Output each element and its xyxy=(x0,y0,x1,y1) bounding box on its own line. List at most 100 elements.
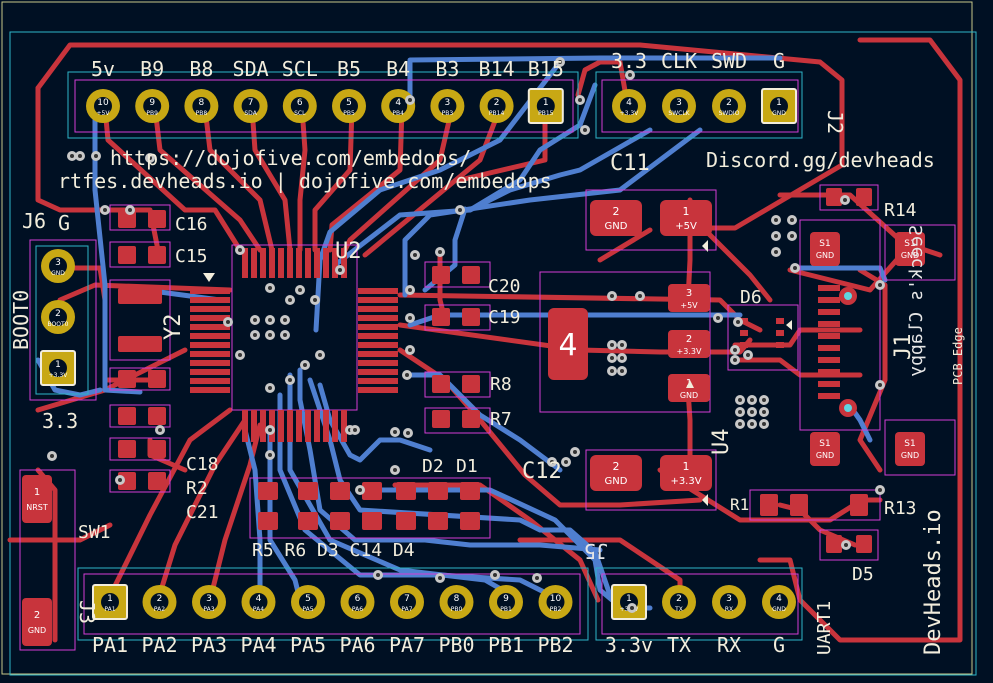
ref-c18: C18 xyxy=(186,454,219,475)
c12-33-net: +3.3V xyxy=(670,476,701,487)
ref-r8: R8 xyxy=(490,374,512,395)
header-label: SDA xyxy=(233,57,269,81)
shield-tl-num: S1 xyxy=(819,239,830,249)
pin-number: 6 xyxy=(355,594,361,604)
pin-net: PA1 xyxy=(104,606,115,613)
ref-j1: J1 xyxy=(891,334,916,361)
pin-net: PB4 xyxy=(392,110,404,117)
url-line-2: rtfes.devheads.io | dojofive.com/embedop… xyxy=(58,169,552,193)
pin-number: 10 xyxy=(550,594,562,604)
ref-d6: D6 xyxy=(740,287,762,308)
pin-net: SWDIO xyxy=(719,110,740,117)
pin-number: 3 xyxy=(445,98,451,108)
header-label: PA7 xyxy=(389,633,425,657)
board-outline xyxy=(1,1,977,676)
pin-net: BOOT0 xyxy=(48,321,69,328)
ref-d5: D5 xyxy=(852,564,874,585)
ref-c16: C16 xyxy=(175,214,208,235)
header-label: SWD xyxy=(711,49,747,73)
boot-label-top: G xyxy=(58,211,70,235)
pin-number: 4 xyxy=(626,98,632,108)
uart-side-label: UART1 xyxy=(814,601,835,655)
pin-number: 4 xyxy=(395,98,401,108)
uart-header: 1+3.3V2TX3RX4GND xyxy=(611,584,796,620)
reg-5v-net: +5V xyxy=(680,301,698,310)
pin-net: SWCLK xyxy=(668,110,690,117)
ref-d2: D2 xyxy=(422,456,444,477)
pin-number: 6 xyxy=(297,98,303,108)
brand-text: DevHeads.io xyxy=(921,509,946,655)
sw-nrst-net: NRST xyxy=(26,503,48,512)
pin-net: PB8 xyxy=(196,110,208,117)
pin-number: 8 xyxy=(454,594,460,604)
back-silk-label: Seeck's Clappy xyxy=(906,225,927,377)
pin-net: PA5 xyxy=(302,606,313,613)
pin-net: PB14 xyxy=(489,110,505,117)
header-label: 3.3 xyxy=(611,49,647,73)
reg-33-num: 2 xyxy=(686,334,692,345)
shield-br-net: GND xyxy=(901,451,919,460)
pin-number: 3 xyxy=(726,594,732,604)
ref-pack: R5 R6 D3 C14 D4 xyxy=(252,540,415,561)
pin-net: SDA xyxy=(244,110,257,117)
shield-tr-num: S1 xyxy=(904,239,915,249)
c12-gnd-num: 2 xyxy=(613,460,620,473)
swd-header-pin-4: 4+3.3V xyxy=(612,89,646,123)
header-label: PA4 xyxy=(240,633,276,657)
header-label: B15 xyxy=(528,57,564,81)
ref-j6: J6 xyxy=(22,209,46,233)
ref-u2: U2 xyxy=(335,239,362,264)
pin-number: 2 xyxy=(494,98,500,108)
pin-number: 1 xyxy=(776,98,782,108)
ref-c11: C11 xyxy=(610,151,650,176)
ref-j3: J3 xyxy=(75,600,99,624)
u2-right-pins xyxy=(358,288,398,393)
shield-tl-net: GND xyxy=(816,251,834,260)
pin-net: PB5 xyxy=(343,110,355,117)
pin-net: +5V xyxy=(97,110,111,117)
boot-label-bottom: 3.3 xyxy=(42,409,78,433)
header-label: PA1 xyxy=(92,633,128,657)
shield-br-num: S1 xyxy=(904,439,915,449)
top-header: 10+5V9PB98PB87SDA6SCL5PB54PB43PB32PB141P… xyxy=(86,88,564,124)
pin-net: SCL xyxy=(294,110,306,117)
boot-title: BOOT0 xyxy=(9,290,33,350)
reg-33-net: +3.3V xyxy=(677,347,702,356)
reg-gnd-net: GND xyxy=(680,391,698,400)
c11-5v-net: +5V xyxy=(675,221,697,232)
header-label: G xyxy=(773,633,785,657)
ref-c20: C20 xyxy=(488,276,521,297)
u2-left-pins xyxy=(190,288,230,393)
pin-net: PB9 xyxy=(146,110,158,117)
header-label: RX xyxy=(717,633,741,657)
pin-number: 5 xyxy=(346,98,352,108)
header-label: PB1 xyxy=(488,633,524,657)
ref-c21: C21 xyxy=(186,502,219,523)
pin-number: 4 xyxy=(256,594,262,604)
pin-net: GND xyxy=(772,110,786,117)
pin-number: 7 xyxy=(248,98,254,108)
header-label: PA3 xyxy=(191,633,227,657)
bottom-header: 1PA12PA23PA34PA45PA56PA67PA78PB09PB110PB… xyxy=(92,584,573,620)
pin-net: PB3 xyxy=(442,110,454,117)
uart-header-pin-1: 1+3.3V xyxy=(611,584,647,620)
ref-c12: C12 xyxy=(522,459,562,484)
boot-header-pin-1: 1+3.3V xyxy=(40,350,76,386)
pin-net: PB1 xyxy=(500,606,512,613)
ref-u4: U4 xyxy=(709,429,734,456)
